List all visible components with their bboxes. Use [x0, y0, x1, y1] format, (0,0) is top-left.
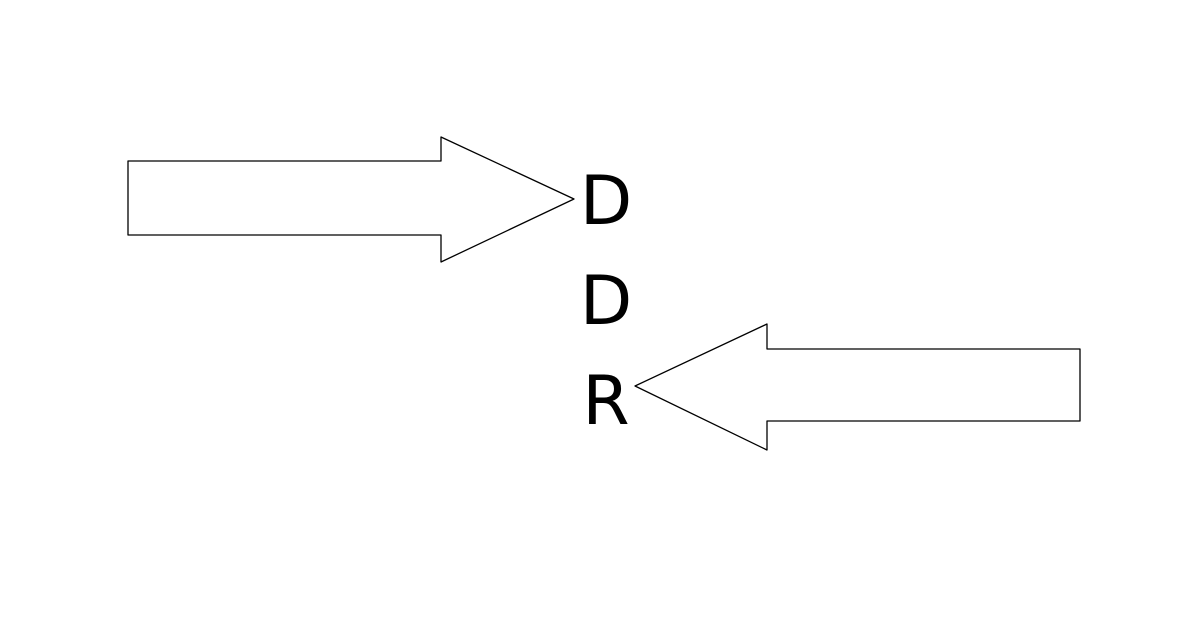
letter-d-middle: D: [579, 262, 633, 341]
letter-r-bottom: R: [582, 362, 630, 441]
right-arrow-icon: [127, 136, 575, 263]
letter-d-top: D: [579, 162, 633, 241]
left-arrow-icon: [634, 323, 1081, 451]
